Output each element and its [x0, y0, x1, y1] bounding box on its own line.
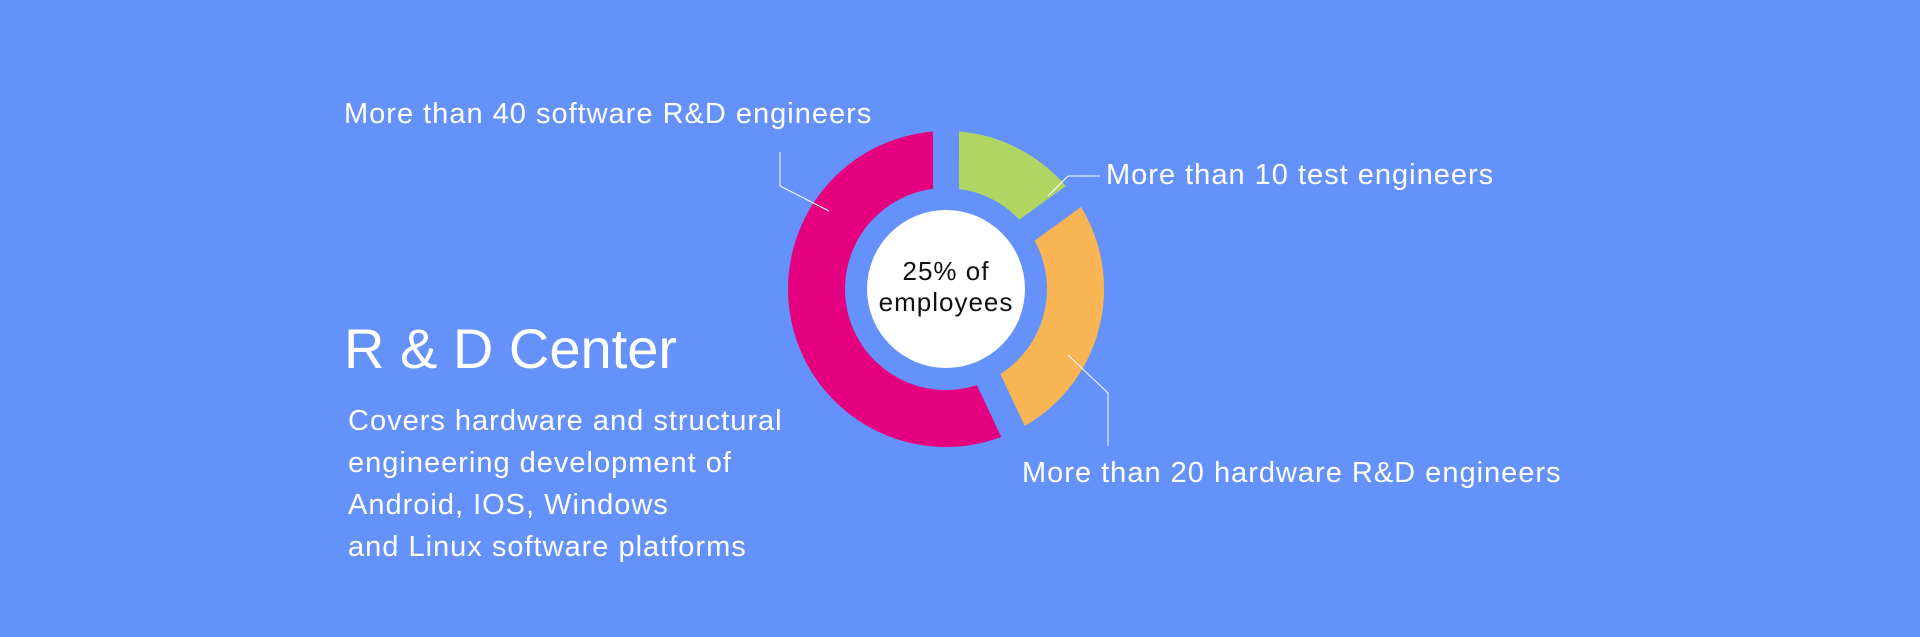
section-description: Covers hardware and structural engineeri… [348, 400, 908, 568]
slice-hardware [1000, 206, 1104, 426]
description-line: and Linux software platforms [348, 531, 747, 563]
slice-label-hardware: More than 20 hardware R&D engineers [1022, 457, 1562, 489]
leader-line-software [779, 152, 830, 212]
donut-center [867, 210, 1025, 368]
center-label-line-2: employees [879, 287, 1014, 317]
slice-label-software: More than 40 software R&D engineers [344, 98, 872, 130]
slice-test [958, 131, 1066, 220]
section-title: R & D Center [344, 317, 677, 380]
slice-label-test: More than 10 test engineers [1106, 159, 1494, 191]
donut-slices [788, 131, 1104, 447]
description-line: engineering development of [348, 447, 732, 479]
description-line: Android, IOS, Windows [348, 489, 669, 521]
center-label-line-1: 25% of [903, 256, 990, 286]
description-line: Covers hardware and structural [348, 405, 783, 437]
leader-line-hardware [1067, 354, 1109, 446]
leader-line-test [1047, 175, 1100, 197]
slice-software [788, 131, 1002, 447]
